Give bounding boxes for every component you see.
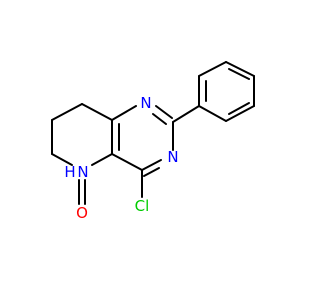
bond-ph-5-6 bbox=[225, 105, 255, 122]
bond-n6-c5 bbox=[91, 153, 113, 166]
atom-nh-h: H bbox=[64, 163, 75, 181]
bond-n3-c4-inner bbox=[143, 167, 160, 177]
atom-cl: Cl bbox=[135, 197, 150, 215]
bond-n1-c2 bbox=[155, 105, 173, 119]
atom-labels: N N N H O Cl bbox=[64, 94, 178, 222]
bond-ph-6-1 bbox=[198, 105, 227, 122]
bond-ph-3-4 bbox=[225, 61, 255, 77]
bond-n3-c4 bbox=[141, 159, 162, 171]
atom-n3: N bbox=[167, 148, 178, 166]
bonds bbox=[51, 61, 255, 205]
molecule-canvas: N N N H O Cl bbox=[51, 61, 255, 222]
bond-c8a-n1 bbox=[111, 105, 137, 121]
bond-c8-c7 bbox=[51, 103, 83, 121]
bond-c2-phenyl bbox=[172, 105, 200, 123]
bond-c8a-c8 bbox=[81, 103, 113, 121]
atom-nh-n: N bbox=[77, 163, 88, 181]
atom-o: O bbox=[76, 204, 88, 222]
atom-n1: N bbox=[140, 94, 151, 112]
bond-ph-inner-c bbox=[228, 102, 250, 115]
bond-c4-c4a bbox=[111, 153, 143, 171]
bond-ph-inner-b bbox=[228, 68, 250, 80]
bond-ph-2-3 bbox=[198, 61, 227, 77]
bond-n1-c2-inner bbox=[152, 113, 167, 125]
molecule-structure: N N N H O Cl bbox=[51, 61, 255, 222]
bond-c6-n6 bbox=[51, 153, 73, 166]
